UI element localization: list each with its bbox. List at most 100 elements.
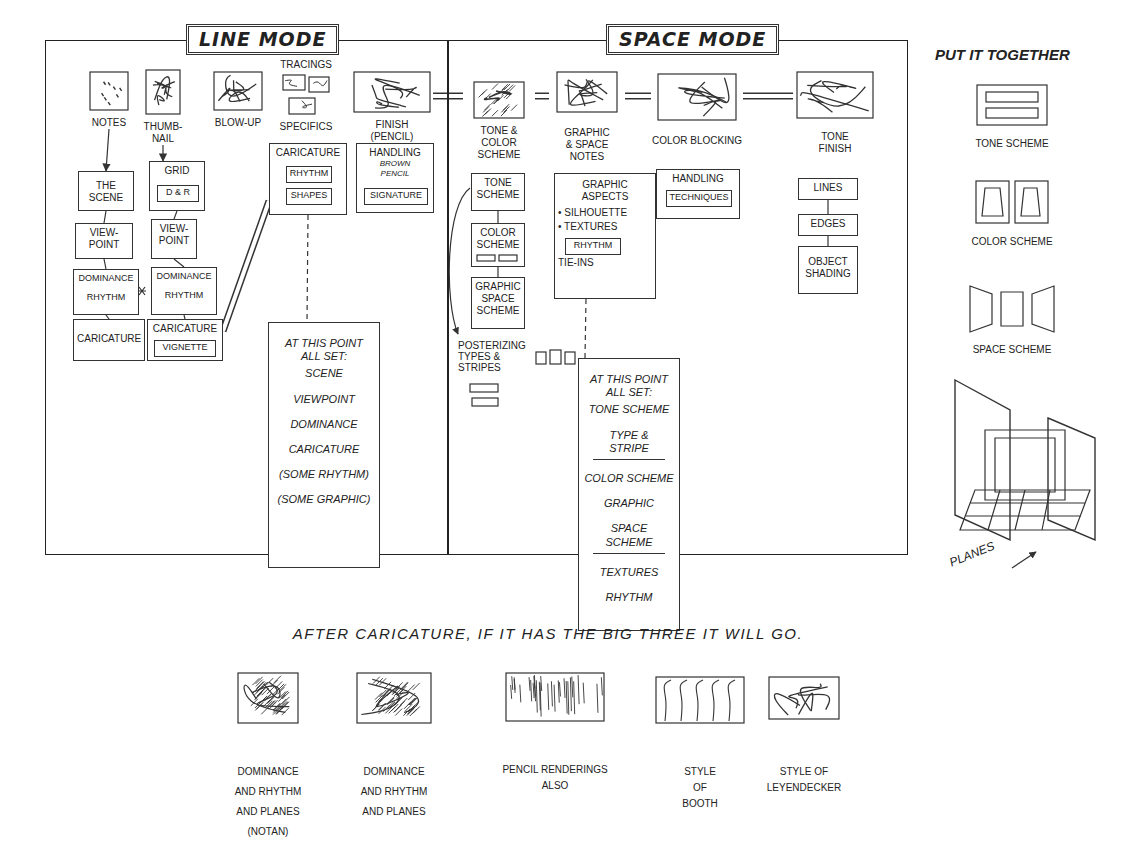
sketch-stroke xyxy=(982,188,1003,216)
sketch-stroke xyxy=(696,680,703,721)
process-box: HANDLINGTECHNIQUES xyxy=(656,169,740,219)
sketch-stroke xyxy=(564,678,565,698)
sketch xyxy=(655,676,745,724)
sketch-stroke xyxy=(102,93,104,96)
node-label: COLOR SCHEME xyxy=(477,227,520,251)
sketch-stroke xyxy=(580,79,597,95)
node-label: SHAPES xyxy=(289,190,329,201)
connector-line xyxy=(104,259,106,269)
sketch-stroke xyxy=(1001,292,1023,326)
note-label: PLANES xyxy=(947,539,996,570)
note-label: PUT IT TOGETHER xyxy=(935,46,1070,63)
sketch-stroke xyxy=(375,79,402,98)
sketch-thumbnail: COLOR SCHEME xyxy=(958,180,1066,250)
sketch xyxy=(89,71,129,111)
sketch xyxy=(505,672,605,722)
connector-line xyxy=(827,200,828,214)
sketch-stroke xyxy=(986,108,1038,118)
asterisk-mark xyxy=(138,287,146,295)
sketch-stroke xyxy=(408,685,415,692)
connector-band xyxy=(743,93,793,100)
connector xyxy=(307,215,308,322)
sketch-stroke xyxy=(810,81,865,106)
node-label: DOMINANCE AND RHYTHM AND PLANES xyxy=(356,762,432,822)
sketch-stroke xyxy=(302,101,312,108)
sketch xyxy=(237,672,299,724)
sketch-stroke xyxy=(520,685,521,703)
sketch xyxy=(213,71,263,111)
node-label: VIEW- POINT xyxy=(89,227,120,251)
connector xyxy=(104,259,106,269)
node-label: GRAPHIC SPACE SCHEME xyxy=(475,281,521,317)
sketch xyxy=(968,284,1056,334)
sketch xyxy=(796,71,874,119)
connector-line xyxy=(497,211,498,223)
node-text: • TEXTURES xyxy=(558,221,652,233)
checklist-box: AT THIS POINT ALL SET:TONE SCHEMETYPE & … xyxy=(578,358,680,631)
sketch-stroke xyxy=(116,94,118,97)
checklist-box: AT THIS POINT ALL SET:SCENEVIEWPOINTDOMI… xyxy=(268,322,380,568)
connector xyxy=(174,211,177,219)
node-label: AT THIS POINT ALL SET: xyxy=(583,373,675,399)
node-label: RHYTHM xyxy=(568,240,618,251)
node-label: LINES xyxy=(802,182,854,194)
sketch-thumbnail: NOTES xyxy=(79,71,139,129)
connector xyxy=(498,211,499,223)
node-label: GRAPHIC ASPECTS xyxy=(575,179,635,203)
sketch xyxy=(976,84,1048,126)
node-label: NOTES xyxy=(79,117,139,129)
sketch-stroke xyxy=(976,181,1009,223)
color-swatch-sketch xyxy=(477,255,495,261)
sketch-thumbnail: COLOR BLOCKING xyxy=(651,73,743,155)
connector-line xyxy=(827,236,828,246)
node-label: GRID xyxy=(153,165,201,177)
process-box: EDGES xyxy=(798,214,858,236)
sketch-stroke xyxy=(373,704,380,711)
node-label: D & R xyxy=(160,187,196,198)
node-label: TONE & COLOR SCHEME xyxy=(474,125,524,161)
process-box: LINES xyxy=(798,178,858,200)
sketch-stroke xyxy=(601,677,602,695)
connector-band xyxy=(625,93,651,100)
connector-line xyxy=(162,145,163,161)
sketch-thumbnail: FINISH (PENCIL) xyxy=(351,71,433,145)
node-label: PENCIL RENDERINGS ALSO xyxy=(490,762,620,794)
sketch-thumbnail: STYLE OF LEYENDECKER xyxy=(764,676,844,806)
stripe-sketch xyxy=(472,398,498,406)
posterize-type-sketch xyxy=(550,350,561,364)
tag-box: RHYTHM xyxy=(565,238,621,255)
sketch-stroke xyxy=(568,681,569,714)
sketch-stroke xyxy=(1021,188,1040,216)
sketch-stroke xyxy=(238,673,298,723)
sketch xyxy=(556,71,618,113)
node-label: GRAPHIC & SPACE NOTES xyxy=(561,127,613,163)
sketch-stroke xyxy=(357,673,431,723)
sketch-stroke xyxy=(283,75,305,90)
sketch-stroke xyxy=(529,677,530,691)
connector-line xyxy=(307,215,308,322)
node-text: COLOR SCHEME xyxy=(583,472,675,485)
sketch-stroke xyxy=(289,98,315,114)
connector xyxy=(163,145,164,161)
sketch-stroke xyxy=(372,679,418,712)
sketch-stroke xyxy=(483,106,489,112)
sketch-stroke xyxy=(579,84,601,106)
sketch-stroke xyxy=(540,683,541,717)
process-box: THE SCENE xyxy=(78,171,134,211)
sketch-stroke xyxy=(583,683,584,704)
connector-band-inner xyxy=(223,201,269,331)
sketch-stroke xyxy=(557,72,617,112)
sketch-thumbnail: TRACINGSSPECIFICS xyxy=(273,59,339,133)
tag-box: TECHNIQUES xyxy=(666,190,732,207)
sketch-stroke xyxy=(501,110,507,116)
sketch-stroke xyxy=(474,82,524,118)
sketch xyxy=(473,81,525,119)
node-label: TRACINGS xyxy=(273,59,339,71)
node-label: AT THIS POINT ALL SET: xyxy=(278,337,370,363)
process-box: DOMINANCERHYTHM xyxy=(151,267,217,315)
connector xyxy=(743,96,793,97)
connector-line xyxy=(585,299,586,358)
sketch xyxy=(281,73,331,117)
node-label: OBJECT SHADING xyxy=(802,250,854,280)
sketch-stroke xyxy=(256,691,263,698)
